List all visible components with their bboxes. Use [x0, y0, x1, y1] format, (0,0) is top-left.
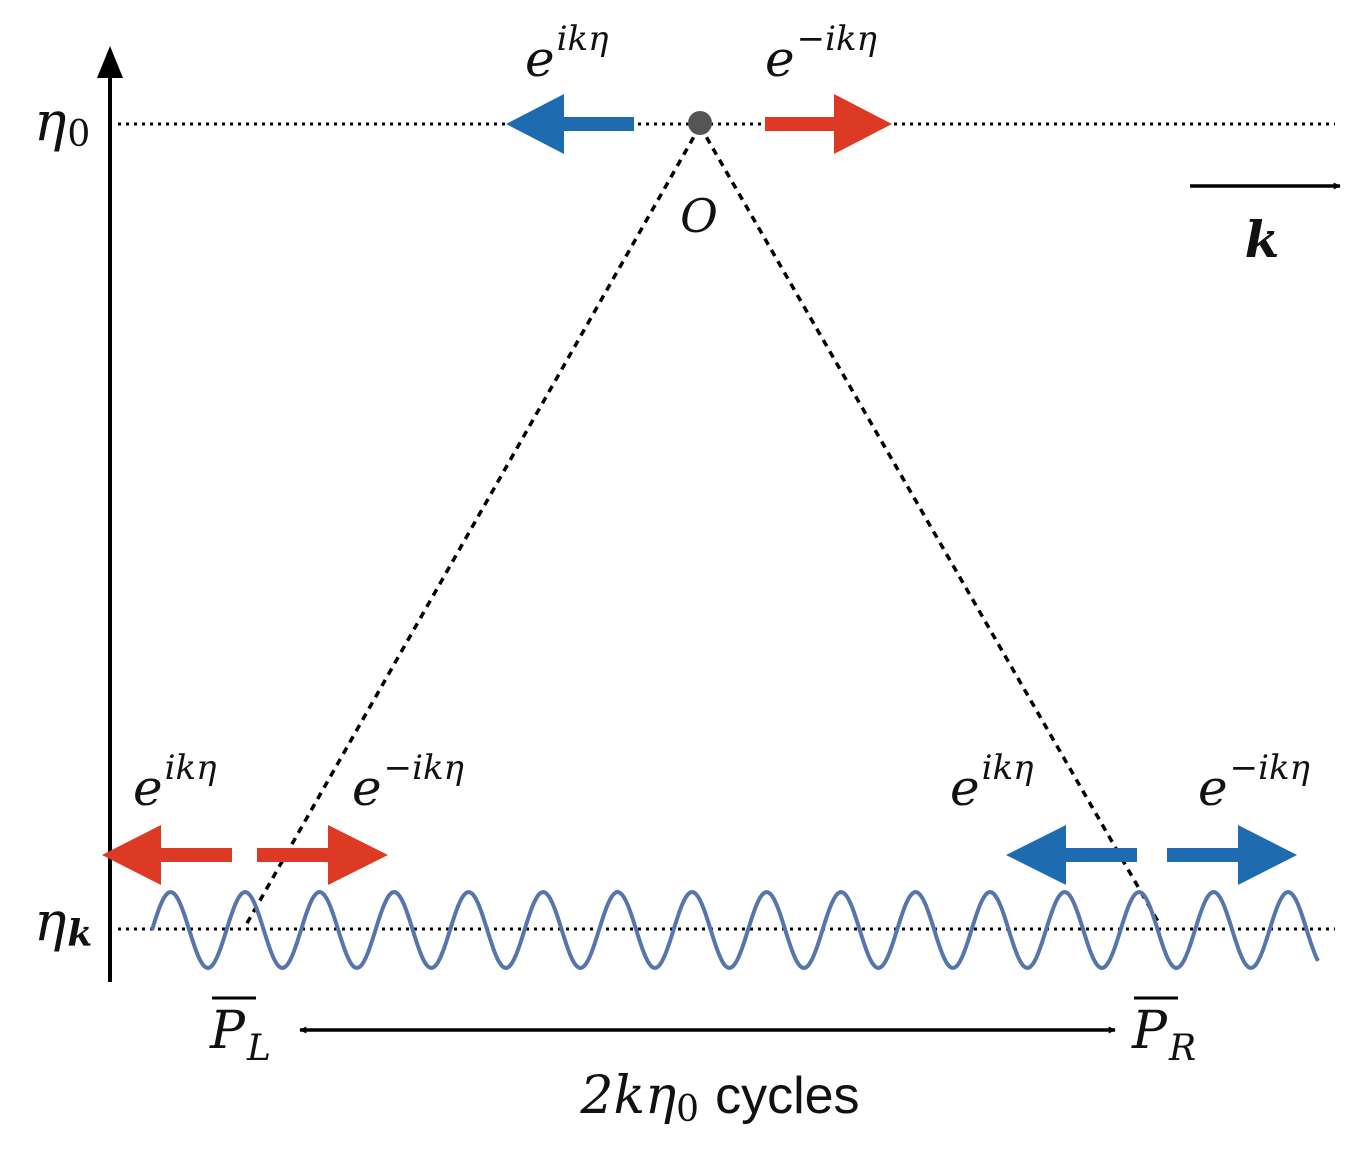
right-endpoint-label: PR	[1131, 996, 1196, 1069]
bottom-right-right-arrow	[1167, 825, 1297, 885]
left-cone-line	[244, 125, 702, 926]
oscillation-wave	[150, 889, 1320, 971]
time-axis-arrowhead	[97, 46, 123, 78]
etak-label: ηk	[34, 890, 92, 955]
svg-text:PL: PL	[209, 1001, 271, 1069]
bottom-left-right-arrow	[257, 825, 388, 885]
bottom-left-minus-exponent: e−ikη	[352, 748, 465, 817]
origin-dot	[688, 111, 712, 135]
bottom-right-minus-exponent: e−ikη	[1198, 748, 1311, 817]
svg-text:PR: PR	[1131, 1001, 1196, 1069]
eta0-label: η0	[34, 90, 90, 155]
bottom-left-plus-exponent: eikη	[133, 748, 217, 817]
bottom-right-plus-exponent: eikη	[950, 748, 1034, 817]
top-right-arrow	[765, 94, 892, 154]
top-plus-exponent: eikη	[525, 19, 609, 88]
bottom-right-left-arrow	[1006, 825, 1137, 885]
left-endpoint-label: PL	[209, 996, 271, 1069]
top-left-arrow	[506, 94, 634, 154]
k-vector-label: k	[1245, 210, 1280, 269]
right-cone-line	[698, 125, 1162, 926]
top-minus-exponent: e−ikη	[765, 19, 878, 88]
origin-label: O	[680, 189, 718, 243]
bottom-left-left-arrow	[102, 825, 232, 885]
